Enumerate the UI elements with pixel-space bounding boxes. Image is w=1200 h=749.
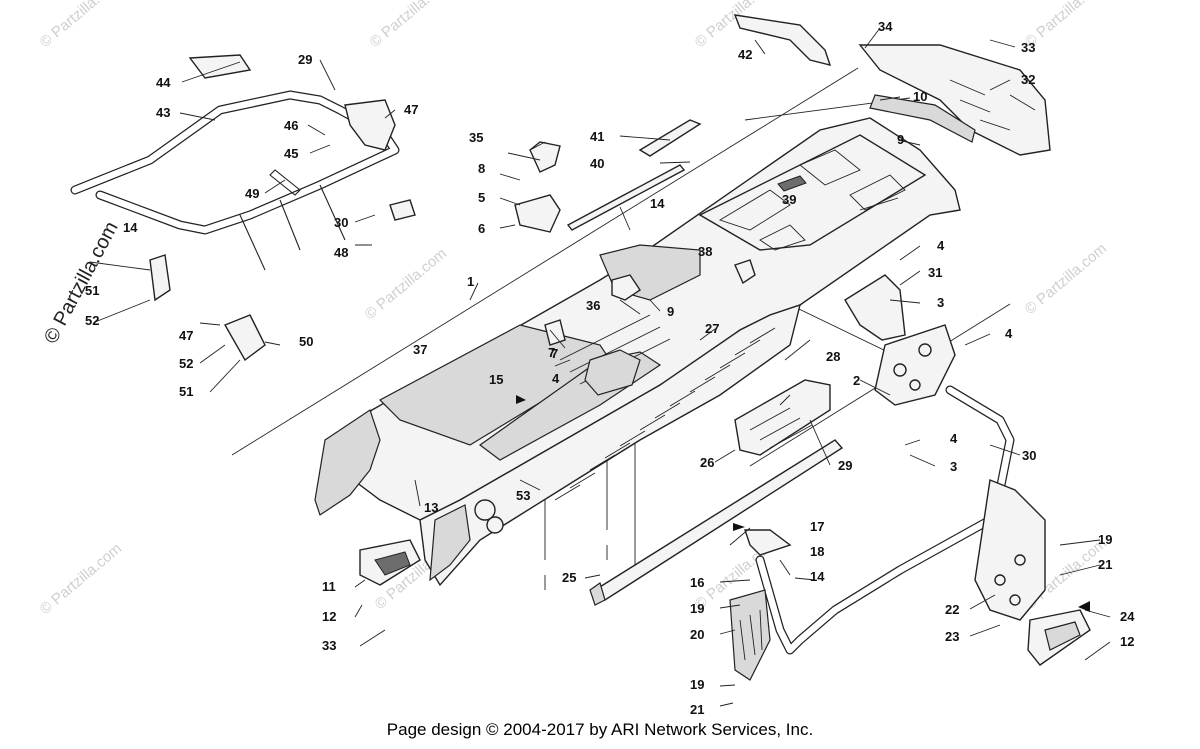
callout-25: 25 <box>562 570 576 585</box>
callout-3: 3 <box>937 295 944 310</box>
watermark-text: © Partzilla.com <box>362 245 450 323</box>
callout-20: 20 <box>690 627 704 642</box>
watermark-text: © Partzilla.com <box>37 0 125 51</box>
callout-18: 18 <box>810 544 824 559</box>
callout-10: 10 <box>913 89 927 104</box>
callout-30: 30 <box>334 215 348 230</box>
callout-11: 11 <box>322 579 336 594</box>
callout-37: 37 <box>413 342 427 357</box>
arrow-markers <box>516 395 1090 612</box>
callout-15: 15 <box>489 372 503 387</box>
callout-46: 46 <box>284 118 298 133</box>
grab-bar <box>70 54 416 362</box>
callout-19: 19 <box>690 601 704 616</box>
callout-14: 14 <box>123 220 138 235</box>
callout-9: 9 <box>897 132 904 147</box>
callout-21: 21 <box>1098 557 1112 572</box>
watermark-text: © Partzilla.com <box>1022 240 1110 318</box>
callout-44: 44 <box>156 75 171 90</box>
callout-39: 39 <box>782 192 796 207</box>
callout-6: 6 <box>478 221 485 236</box>
footrests <box>359 539 1091 666</box>
callout-42: 42 <box>738 47 752 62</box>
callout-38: 38 <box>698 244 712 259</box>
callout-43: 43 <box>156 105 170 120</box>
callout-33: 33 <box>322 638 336 653</box>
callout-52: 52 <box>85 313 99 328</box>
callout-36: 36 <box>586 298 600 313</box>
callout-47: 47 <box>179 328 193 343</box>
callout-9: 9 <box>667 304 674 319</box>
tunnel-assembly <box>314 117 961 587</box>
callout-53: 53 <box>516 488 530 503</box>
callout-32: 32 <box>1021 72 1035 87</box>
callout-41: 41 <box>590 129 604 144</box>
callout-5: 5 <box>478 190 485 205</box>
rear-bumper <box>514 14 1051 346</box>
callout-4: 4 <box>552 371 560 386</box>
callout-29: 29 <box>298 52 312 67</box>
callout-35: 35 <box>469 130 483 145</box>
callout-51: 51 <box>179 384 193 399</box>
callout-21: 21 <box>690 702 704 717</box>
callout-23: 23 <box>945 629 959 644</box>
callout-29: 29 <box>838 458 852 473</box>
callout-16: 16 <box>690 575 704 590</box>
rear-arm <box>729 385 1046 681</box>
copyright-footer: Page design © 2004-2017 by ARI Network S… <box>386 720 814 739</box>
leader-lines <box>89 27 1111 707</box>
callout-17: 17 <box>810 519 824 534</box>
callout-24: 24 <box>1120 609 1135 624</box>
callout-4: 4 <box>937 238 945 253</box>
callout-4: 4 <box>950 431 958 446</box>
callout-19: 19 <box>690 677 704 692</box>
callout-40: 40 <box>590 156 604 171</box>
callout-22: 22 <box>945 602 959 617</box>
callout-14: 14 <box>650 196 665 211</box>
callout-12: 12 <box>322 609 336 624</box>
callout-49: 49 <box>245 186 259 201</box>
callout-31: 31 <box>928 265 942 280</box>
callout-28: 28 <box>826 349 840 364</box>
watermark-text: © Partzilla.com <box>37 540 125 618</box>
callout-48: 48 <box>334 245 348 260</box>
callout-51: 51 <box>85 283 99 298</box>
callout-14: 14 <box>810 569 825 584</box>
running-board <box>589 379 844 606</box>
callout-3: 3 <box>950 459 957 474</box>
front-plate <box>844 274 956 406</box>
callout-47: 47 <box>404 102 418 117</box>
callout-12: 12 <box>1120 634 1134 649</box>
callout-7: 7 <box>548 345 555 360</box>
callout-27: 27 <box>705 321 719 336</box>
callout-2: 2 <box>853 373 860 388</box>
callout-34: 34 <box>878 19 893 34</box>
callout-19: 19 <box>1098 532 1112 547</box>
callout-45: 45 <box>284 146 298 161</box>
callout-33: 33 <box>1021 40 1035 55</box>
tunnel-slots <box>554 327 776 501</box>
watermark-text: © Partzilla.com <box>367 0 455 51</box>
callout-13: 13 <box>424 500 438 515</box>
callout-1: 1 <box>467 274 474 289</box>
callout-8: 8 <box>478 161 485 176</box>
watermark-text: © Partzilla.com <box>40 218 123 347</box>
callout-50: 50 <box>299 334 313 349</box>
callout-52: 52 <box>179 356 193 371</box>
callout-4: 4 <box>1005 326 1013 341</box>
callout-30: 30 <box>1022 448 1036 463</box>
callout-26: 26 <box>700 455 714 470</box>
callout-labels: 1 2 3 3 4 4 4 4 5 6 7 7 8 9 9 10 11 12 1… <box>85 19 1135 717</box>
callout-7: 7 <box>551 346 558 361</box>
